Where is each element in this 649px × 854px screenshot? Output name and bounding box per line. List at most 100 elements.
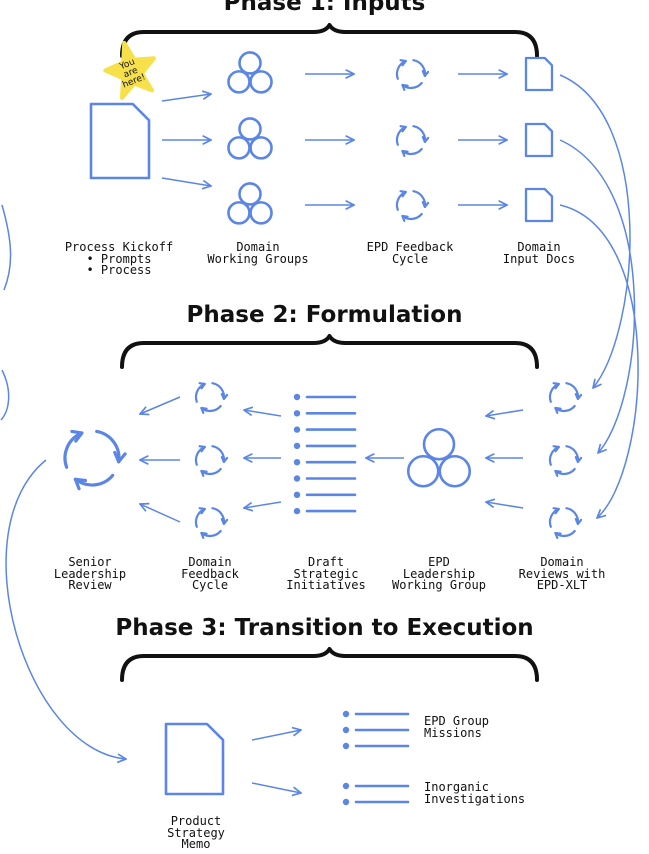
group-icon — [227, 182, 273, 225]
label-line: EPD — [428, 555, 450, 569]
group-circle — [238, 182, 262, 206]
list-bullet — [342, 726, 350, 734]
label-epd-group-missions: EPD Group Missions — [424, 714, 490, 740]
cycle-icon — [194, 445, 229, 477]
flow-arrow — [486, 409, 524, 416]
cycle-arrowhead — [574, 518, 583, 525]
list-bullet — [342, 782, 350, 790]
flow-arrow — [486, 502, 524, 509]
cycle-arrowhead — [552, 382, 560, 390]
flow-arrow — [244, 501, 282, 508]
cycle-arrowhead — [552, 445, 560, 453]
cycle-arrowhead — [399, 125, 407, 133]
cycle-arrowhead — [421, 201, 430, 208]
cycle-icon — [63, 429, 127, 491]
flow-curve — [1, 204, 12, 291]
phase-brace — [120, 23, 539, 58]
cycle-arrowhead — [113, 450, 127, 464]
label-line: Leadership — [402, 566, 476, 581]
label-domain-working-groups: Domain Working Groups — [198, 240, 318, 265]
label-line: Missions — [424, 725, 482, 740]
label-line: Draft — [307, 555, 345, 569]
list-bullet — [293, 393, 301, 401]
list-bullet — [342, 742, 350, 750]
cycle-arrowhead — [198, 507, 206, 515]
flow-arrow — [140, 504, 181, 523]
label-inorganic-investigations: Inorganic Investigations — [424, 780, 525, 805]
group-circle — [238, 117, 262, 141]
label-senior-leadership-review: Senior Leadership Review — [40, 556, 140, 592]
flow-curve — [559, 204, 639, 518]
group-circle — [249, 70, 273, 94]
cycle-arrowhead — [554, 406, 562, 414]
cycle-arc — [73, 473, 115, 487]
label-line: Review — [68, 578, 112, 592]
cycle-icon — [548, 382, 583, 414]
cycle-arrowhead — [574, 456, 583, 463]
cycle-arrowhead — [198, 445, 206, 453]
label-domain-feedback-cycle: Domain Feedback Cycle — [160, 556, 260, 592]
label-line: Memo — [181, 837, 211, 851]
flow-arrows — [0, 74, 639, 793]
label-line: Working Group — [392, 578, 486, 592]
phase-3-title: Phase 3: Transition to Execution — [115, 615, 534, 641]
list-bullet — [342, 798, 350, 806]
label-line: Strategic — [293, 566, 359, 581]
label-line: EPD-XLT — [536, 578, 588, 592]
list-bullet — [293, 426, 301, 433]
label-line: Domain — [517, 240, 561, 254]
cycle-arrowhead — [401, 214, 409, 222]
phase-1-title: Phase 1: Inputs — [223, 0, 426, 16]
list-bullet — [293, 459, 301, 466]
flow-arrow — [140, 396, 181, 414]
label-line: • Process — [86, 263, 152, 277]
group-icon — [227, 117, 273, 160]
cycle-arrowhead — [220, 393, 229, 400]
list-bullet — [293, 475, 301, 482]
label-line: Feedback — [181, 566, 239, 581]
phase-braces — [120, 23, 539, 682]
label-line: EPD Group — [424, 714, 490, 728]
cycle-arrowhead — [200, 469, 208, 477]
flow-curve — [0, 369, 10, 421]
group-circle — [227, 136, 251, 160]
label-line: Inorganic — [424, 780, 490, 794]
label-line: Cycle — [391, 251, 429, 266]
label-epd-feedback-cycle: EPD Feedback Cycle — [350, 241, 470, 266]
cycle-arrowhead — [399, 59, 407, 67]
group-circle — [238, 51, 262, 75]
group-circle — [422, 427, 456, 461]
label-line: Strategy — [167, 825, 225, 840]
cycle-arrowhead — [73, 477, 87, 491]
cycle-icon — [548, 507, 583, 539]
label-process-kickoff: Process Kickoff • Prompts • Process — [58, 241, 180, 277]
icons-layer — [63, 51, 583, 806]
label-line: Domain — [236, 240, 280, 254]
cycle-icon — [194, 382, 229, 414]
cycle-arrowhead — [200, 406, 208, 414]
cycle-arrowhead — [70, 429, 84, 443]
list-bullet — [293, 491, 301, 498]
cycle-arrowhead — [554, 531, 562, 539]
label-line: Reviews with — [518, 566, 606, 581]
cycle-arrowhead — [220, 456, 229, 463]
group-circle — [249, 201, 273, 225]
list-bullet — [342, 710, 350, 718]
cycle-arc — [95, 429, 121, 464]
flow-curve — [559, 74, 631, 388]
cycle-arrowhead — [574, 393, 583, 400]
group-icon — [406, 427, 472, 488]
document-icon — [164, 722, 225, 796]
cycle-arrowhead — [421, 70, 430, 77]
flow-curve — [559, 139, 636, 453]
label-domain-input-docs: Domain Input Docs — [489, 240, 589, 265]
flow-arrow — [161, 177, 211, 186]
cycle-icon — [548, 445, 583, 477]
group-circle — [227, 70, 251, 94]
star-badge-icon — [103, 40, 156, 100]
cycle-arrowhead — [399, 190, 407, 198]
flow-arrow — [244, 410, 282, 417]
cycle-arrowhead — [198, 382, 206, 390]
label-line: Domain — [540, 555, 584, 569]
